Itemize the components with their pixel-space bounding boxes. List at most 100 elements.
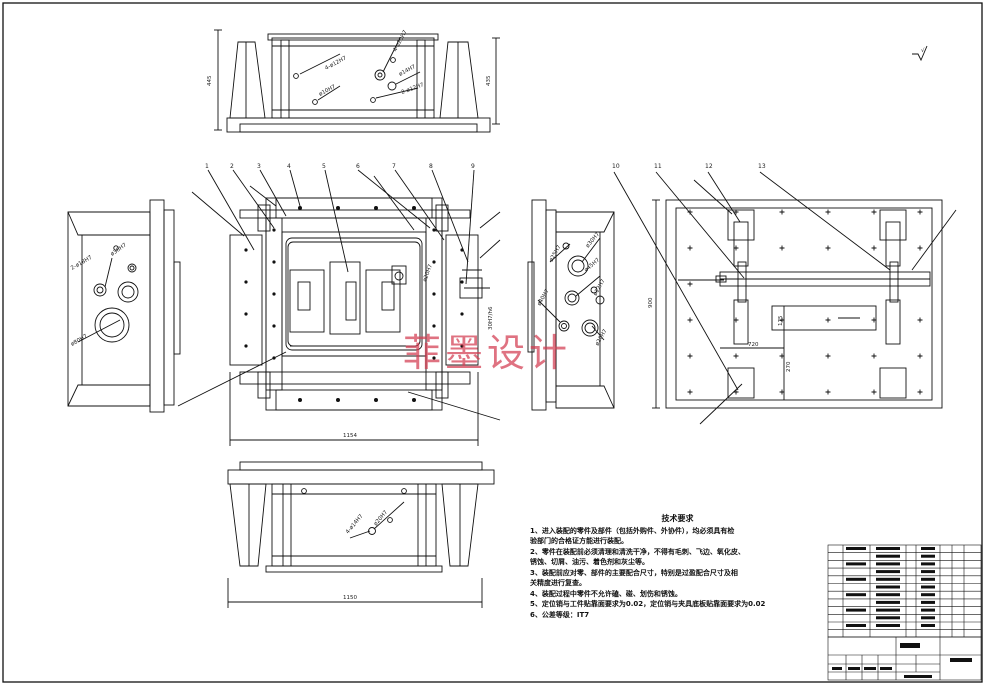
hole-mark xyxy=(733,209,739,215)
tech-line: 验部门的合格证方能进行装配。 xyxy=(530,537,628,545)
part-label-6: 6 xyxy=(356,163,360,170)
hole-note-bottom-0: 4-ø14H7 xyxy=(345,513,365,535)
hole-mark xyxy=(825,245,831,251)
parts-cell-mark xyxy=(846,608,866,612)
part-label-13: 13 xyxy=(758,163,766,170)
parts-cell-mark xyxy=(876,616,900,620)
bolt-mark xyxy=(244,312,248,316)
hole-mark xyxy=(779,245,785,251)
title-block xyxy=(827,636,982,681)
parts-cell-mark xyxy=(876,608,900,612)
hole-mark xyxy=(871,317,877,323)
hole-mark xyxy=(871,209,877,215)
hole-note-side-2: ø40H7 xyxy=(537,288,551,307)
hole-mark xyxy=(687,245,693,251)
hole-mark xyxy=(779,317,785,323)
tech-line: 1、进入装配的零件及部件（包括外购件、外协件），均必须具有检 xyxy=(530,526,735,535)
bolt-mark xyxy=(412,206,416,210)
parts-cell-mark xyxy=(876,585,900,589)
parts-cell-mark xyxy=(846,593,866,597)
watermark: 菲墨设计 xyxy=(403,331,572,375)
hole-mark xyxy=(917,389,923,395)
left-view: 2-ø18H7 ø30H7 ø80H7 xyxy=(67,199,181,413)
bolt-mark xyxy=(374,206,378,210)
parts-cell-mark xyxy=(876,600,900,604)
hole-note-top-4: 4-ø20H7 xyxy=(392,29,409,53)
hole-mark xyxy=(779,353,785,359)
hole-mark xyxy=(733,245,739,251)
dim-right-h2: 175 xyxy=(778,315,784,326)
hole-mark xyxy=(687,281,693,287)
bolt-mark xyxy=(432,356,436,360)
front-view: 1154 ø20H7 30H7/h6 xyxy=(177,169,501,446)
parts-cell-mark xyxy=(876,624,900,627)
hole-note-left-1: ø30H7 xyxy=(110,242,129,258)
dim-right-v2: 270 xyxy=(786,361,792,372)
technical-requirements: 技术要求 1、进入装配的零件及部件（包括外购件、外协件），均必须具有检 验部门的… xyxy=(530,514,785,620)
bolt-mark xyxy=(272,324,276,328)
hole-mark xyxy=(779,209,785,215)
parts-cell-mark xyxy=(921,547,935,550)
parts-list xyxy=(827,544,982,638)
tech-line: 5、定位销与工件贴靠面要求为0.02，定位销与夹具底板贴靠面要求为0.02 xyxy=(530,600,766,608)
hole-mark xyxy=(825,389,831,395)
parts-cell-mark xyxy=(921,562,935,566)
parts-cell-mark xyxy=(876,593,900,597)
parts-cell-mark xyxy=(846,547,866,550)
hole-mark xyxy=(687,209,693,215)
bolt-mark xyxy=(244,280,248,284)
part-label-3: 3 xyxy=(257,163,261,170)
bolt-mark xyxy=(432,228,436,232)
hole-mark xyxy=(825,209,831,215)
hole-mark xyxy=(917,209,923,215)
hole-mark xyxy=(917,245,923,251)
parts-cell-mark xyxy=(876,577,900,581)
hole-mark xyxy=(687,317,693,323)
hole-note-top-3: ø10H7 xyxy=(318,84,337,98)
parts-cell-mark xyxy=(876,554,900,558)
bolt-mark xyxy=(460,280,464,284)
dim-right-v1: 900 xyxy=(648,297,654,308)
bolt-mark xyxy=(272,228,276,232)
parts-cell-mark xyxy=(876,570,900,574)
dim-front-width: 1154 xyxy=(343,433,357,439)
bolt-mark xyxy=(432,292,436,296)
hole-mark xyxy=(871,353,877,359)
dim-bottom-width: 1150 xyxy=(343,595,357,601)
top-view: 445 435 4-ø12H7 ø14H7 2-ø12H7 ø10H7 4-ø2… xyxy=(207,29,500,133)
hole-mark xyxy=(687,353,693,359)
hole-note-bottom-1: ø20H7 xyxy=(373,509,389,527)
dim-right-h: 720 xyxy=(748,342,759,348)
parts-cell-mark xyxy=(921,577,935,581)
part-label-5: 5 xyxy=(322,163,326,170)
hole-note-top-0: 4-ø12H7 xyxy=(324,55,348,72)
hole-mark xyxy=(825,317,831,323)
hole-mark xyxy=(871,389,877,395)
bolt-mark xyxy=(460,344,464,348)
bolt-mark xyxy=(298,206,302,210)
tech-line: 2、零件在装配前必须清理和清洗干净，不得有毛刺、飞边、氧化皮、 xyxy=(530,547,745,556)
hole-mark xyxy=(917,317,923,323)
parts-cell-mark xyxy=(876,562,900,566)
parts-cell-mark xyxy=(876,547,900,550)
side-view: ø30H7 ø45H7 ø40H7 ø25H7 ø20H7 ø12H7 xyxy=(527,199,615,411)
part-labels: 1 2 3 4 5 6 7 8 9 10 11 12 13 xyxy=(205,163,766,170)
bolt-mark xyxy=(412,398,416,402)
bolt-mark xyxy=(272,292,276,296)
parts-cell-mark xyxy=(921,554,935,558)
dim-top-right: 435 xyxy=(486,75,492,86)
hole-note-left-2: ø80H7 xyxy=(70,333,89,347)
hole-note-top-1: ø14H7 xyxy=(398,64,417,78)
bolt-mark xyxy=(374,398,378,402)
parts-cell-mark xyxy=(921,570,935,574)
tech-line: 锈蚀、切屑、油污、着色剂和灰尘等。 xyxy=(530,558,649,566)
parts-cell-mark xyxy=(846,562,866,566)
parts-cell-mark xyxy=(921,624,935,627)
hole-mark xyxy=(733,353,739,359)
parts-cell-mark xyxy=(921,608,935,612)
part-label-4: 4 xyxy=(287,163,291,170)
bolt-mark xyxy=(460,312,464,316)
svg-text:√: √ xyxy=(921,47,925,54)
